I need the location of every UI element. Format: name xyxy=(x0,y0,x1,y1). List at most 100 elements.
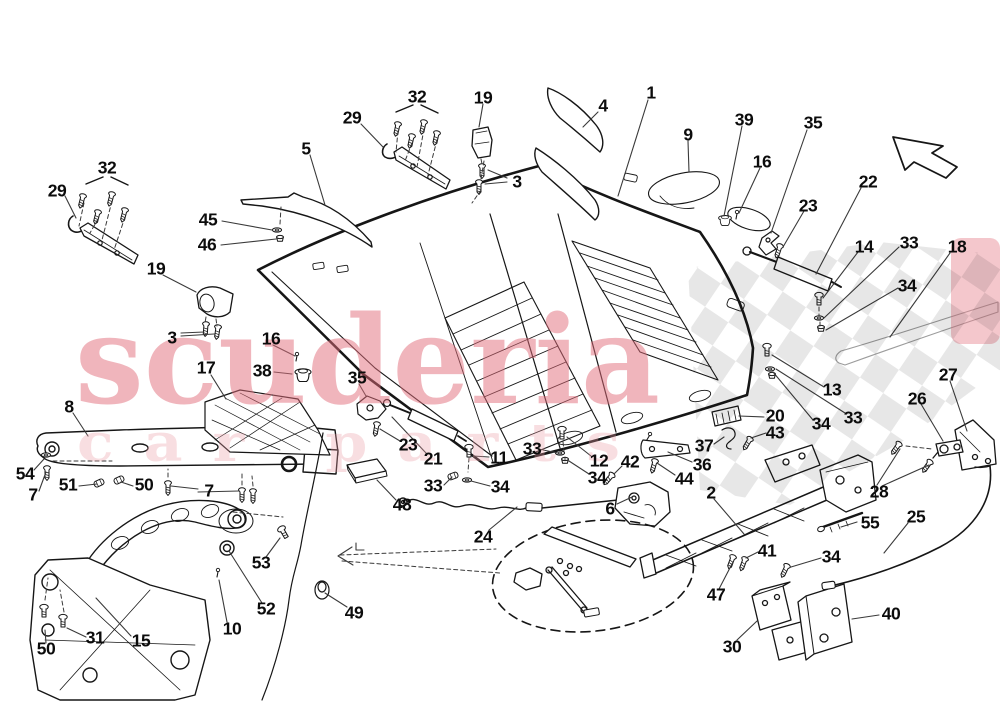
callout-48: 48 xyxy=(392,494,412,515)
lock-cable-25 xyxy=(834,465,992,586)
callout-3: 3 xyxy=(167,327,177,348)
callout-50: 50 xyxy=(134,474,154,495)
bracket-40 xyxy=(797,583,853,661)
callout-15: 15 xyxy=(131,630,151,651)
callout-9: 9 xyxy=(683,124,693,145)
detail-ellipse xyxy=(491,519,695,633)
callout-7: 7 xyxy=(28,484,38,505)
lattice-frame-17 xyxy=(204,389,331,456)
callout-31: 31 xyxy=(85,627,105,648)
callout-4: 4 xyxy=(598,95,608,116)
callout-44: 44 xyxy=(674,468,694,489)
callout-24: 24 xyxy=(473,526,493,547)
hinge-left xyxy=(67,176,139,265)
callout-34: 34 xyxy=(587,467,607,488)
callout-55: 55 xyxy=(860,512,880,533)
checkered-flag xyxy=(688,242,1000,505)
direction-arrow-icon xyxy=(892,136,958,179)
watermark-title: scuderia xyxy=(75,288,660,432)
strut-bracket-35-right xyxy=(758,230,780,256)
gas-strut-21 xyxy=(382,398,467,442)
lock-striker-26-27 xyxy=(817,419,997,591)
callout-33: 33 xyxy=(423,475,443,496)
callout-28: 28 xyxy=(869,481,889,502)
callout-13: 13 xyxy=(822,379,842,400)
strut-bracket-35-center xyxy=(356,395,387,421)
callout-21: 21 xyxy=(423,448,443,469)
callout-34: 34 xyxy=(821,546,841,567)
callout-35: 35 xyxy=(347,367,367,388)
callout-23: 23 xyxy=(798,195,818,216)
callout-8: 8 xyxy=(64,396,74,417)
callout-36: 36 xyxy=(692,454,712,475)
callout-25: 25 xyxy=(906,506,926,527)
callout-10: 10 xyxy=(222,618,242,639)
callout-34: 34 xyxy=(811,413,831,434)
latch-bracket-19-center xyxy=(471,126,493,159)
grommet-49 xyxy=(314,580,330,600)
callout-45: 45 xyxy=(198,209,218,230)
callout-39: 39 xyxy=(734,109,754,130)
callout-29: 29 xyxy=(342,107,362,128)
callout-38: 38 xyxy=(252,360,272,381)
callout-17: 17 xyxy=(196,357,216,378)
callout-43: 43 xyxy=(765,422,785,443)
long-screw-55 xyxy=(821,511,864,529)
callout-19: 19 xyxy=(146,258,166,279)
callout-12: 12 xyxy=(589,450,609,471)
seal-strip-5 xyxy=(240,192,373,248)
callout-16: 16 xyxy=(261,328,281,349)
callout-34: 34 xyxy=(897,275,917,296)
callout-54: 54 xyxy=(15,463,35,484)
detail-view xyxy=(491,519,695,633)
fuel-flap xyxy=(647,171,721,205)
callout-1: 1 xyxy=(646,82,656,103)
callout-50: 50 xyxy=(36,638,56,659)
callout-29: 29 xyxy=(47,180,67,201)
callout-11: 11 xyxy=(490,447,508,468)
pad-48 xyxy=(346,458,388,484)
hinge-center xyxy=(381,104,451,190)
callout-33: 33 xyxy=(522,438,542,459)
body-reference-curve xyxy=(261,432,324,701)
hood-latch-6 xyxy=(614,481,671,527)
callout-37: 37 xyxy=(694,435,714,456)
callout-40: 40 xyxy=(881,603,901,624)
hinge-arm-15 xyxy=(29,432,324,701)
vent-left xyxy=(444,281,601,461)
bracket-36 xyxy=(640,439,691,459)
callout-26: 26 xyxy=(907,388,927,409)
callout-23: 23 xyxy=(398,434,418,455)
callout-33: 33 xyxy=(899,232,919,253)
latch-bracket-19-left xyxy=(196,286,234,318)
callout-34: 34 xyxy=(490,476,510,497)
callout-7: 7 xyxy=(204,480,214,501)
callout-30: 30 xyxy=(722,636,742,657)
callout-51: 51 xyxy=(58,474,78,495)
callout-22: 22 xyxy=(858,171,878,192)
watermark-subtitle: car parts xyxy=(77,413,650,474)
callout-46: 46 xyxy=(197,234,217,255)
callout-42: 42 xyxy=(620,451,640,472)
callout-18: 18 xyxy=(947,236,967,257)
callout-32: 32 xyxy=(97,157,117,178)
callout-33: 33 xyxy=(843,407,863,428)
release-cable-24 xyxy=(398,494,627,512)
callout-3: 3 xyxy=(512,171,522,192)
callout-32: 32 xyxy=(407,86,427,107)
callout-27: 27 xyxy=(938,364,958,385)
callout-52: 52 xyxy=(256,598,276,619)
callout-16: 16 xyxy=(752,151,772,172)
callout-6: 6 xyxy=(605,498,615,519)
callout-20: 20 xyxy=(765,405,785,426)
callout-47: 47 xyxy=(706,584,726,605)
callout-35: 35 xyxy=(803,112,823,133)
callout-14: 14 xyxy=(854,236,874,257)
callout-49: 49 xyxy=(344,602,364,623)
callout-41: 41 xyxy=(757,540,777,561)
callout-2: 2 xyxy=(706,482,716,503)
callout-19: 19 xyxy=(473,87,493,108)
